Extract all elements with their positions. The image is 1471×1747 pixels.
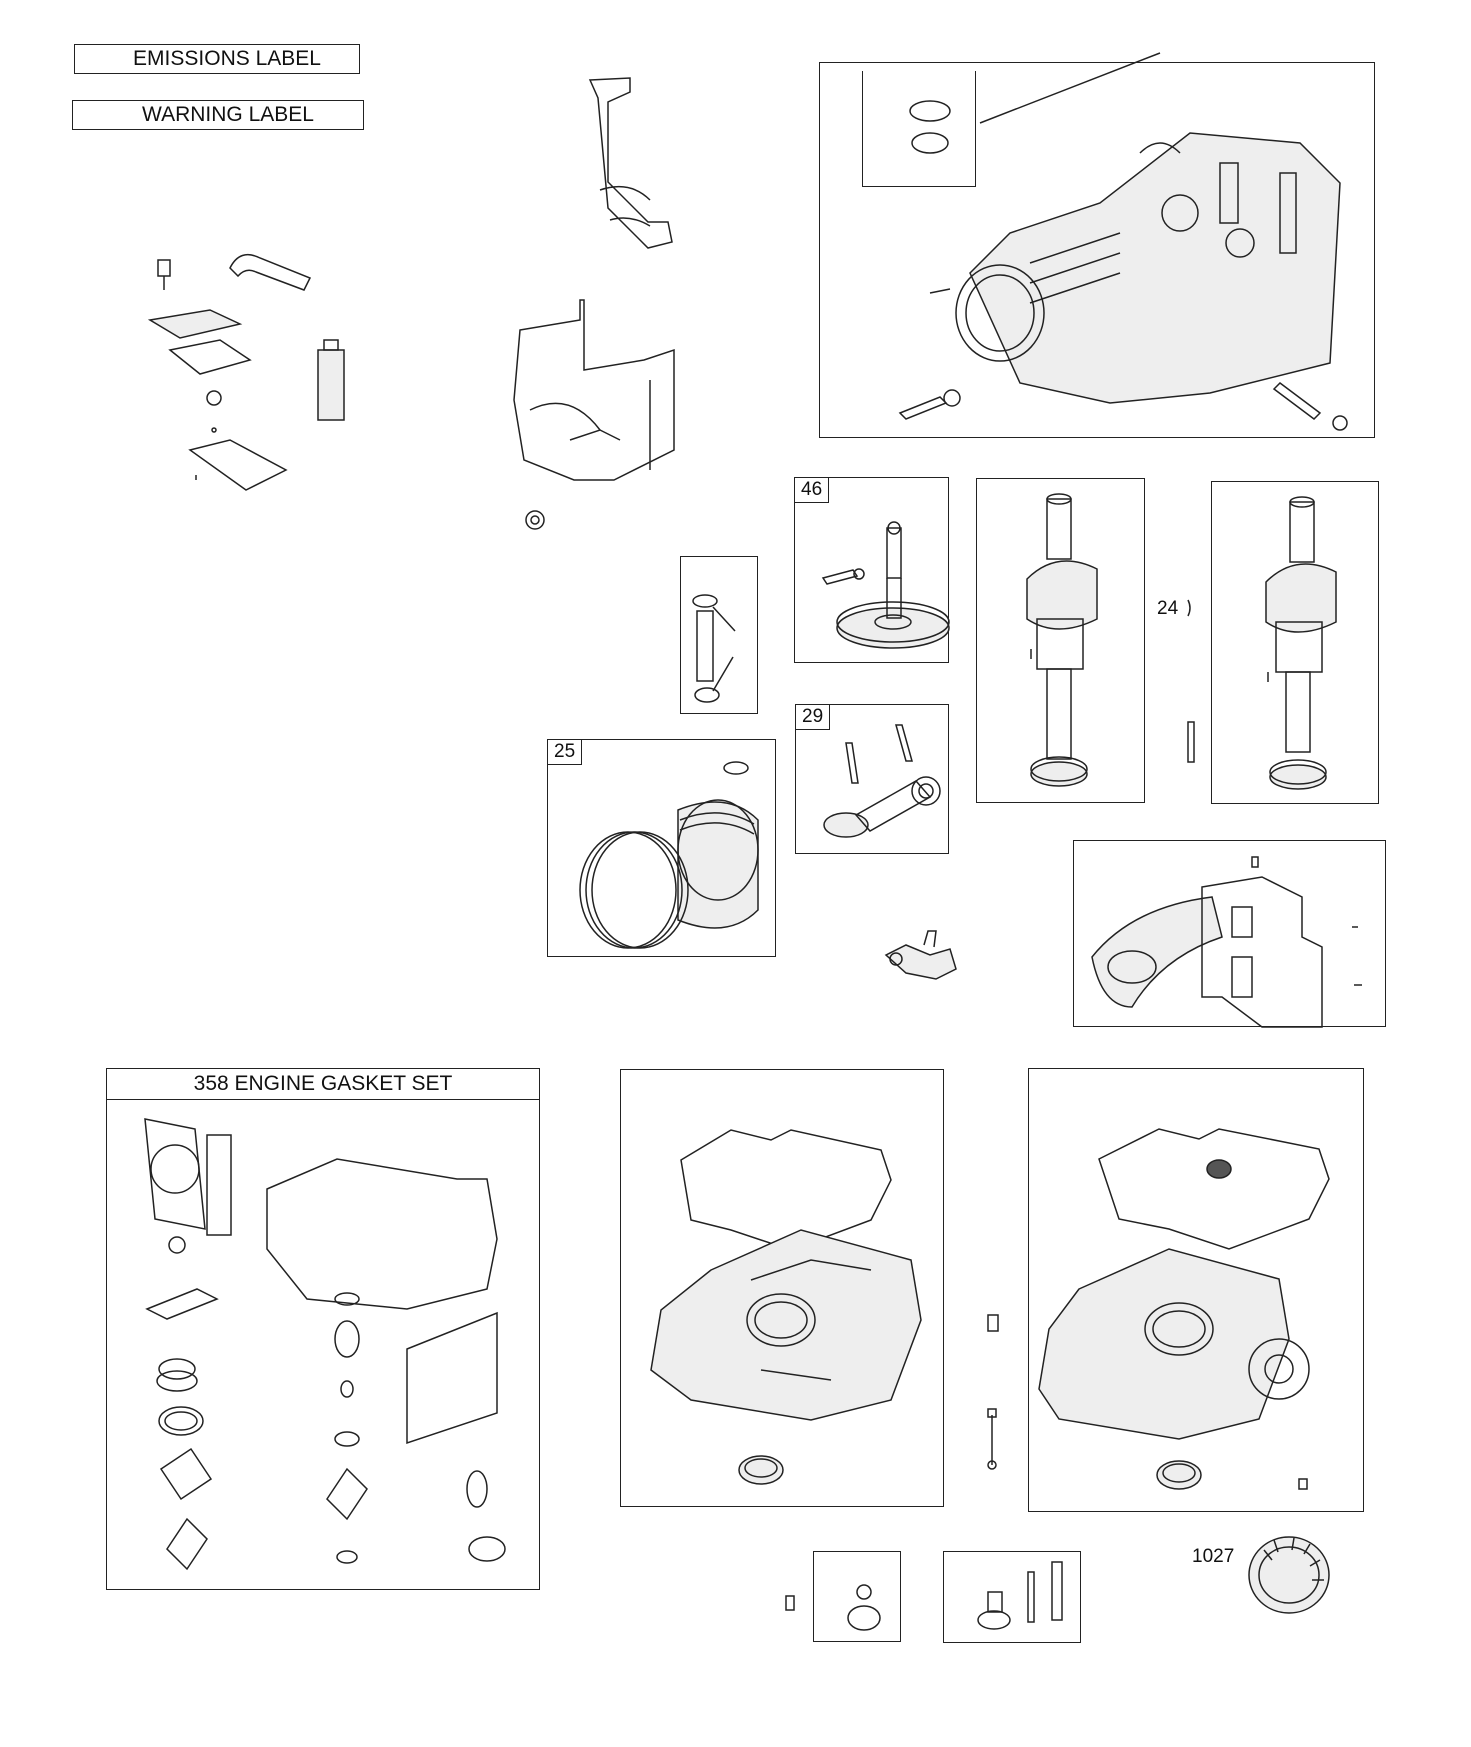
crankshaft-frame-a	[976, 478, 1145, 803]
governor-bracket-icon	[884, 930, 957, 980]
breather-valve-frame	[813, 1551, 901, 1642]
connecting-rod-icon	[823, 724, 941, 838]
ring-set-frame	[680, 556, 758, 714]
crankshaft-icon	[1026, 493, 1098, 787]
cylinder-block-icon	[898, 52, 1348, 431]
seal-inset-frame	[862, 71, 976, 187]
crankshaft-alt-icon	[1265, 496, 1337, 790]
air-guide-upper-icon	[588, 77, 673, 249]
camshaft-frame: 46	[794, 477, 950, 663]
warning-label: WARNING LABEL	[72, 100, 364, 130]
callout-46: 46	[795, 478, 830, 503]
dipstick-tube-icon	[977, 1561, 1063, 1630]
oil-filter-icon	[1248, 1536, 1330, 1614]
callout-29: 29	[796, 705, 831, 730]
dowel-pin-icon	[692, 594, 736, 703]
oil-pump-icon	[1091, 856, 1362, 1028]
air-guide-lower-icon	[513, 299, 675, 530]
gasket-set-title: 358 ENGINE GASKET SET	[107, 1069, 539, 1100]
callout-1027: 1027	[1192, 1546, 1235, 1567]
sump-frame-a	[620, 1069, 944, 1507]
emissions-label: EMISSIONS LABEL	[74, 44, 360, 74]
cylinder-block-frame	[819, 52, 1375, 438]
key-bracket-icon	[1187, 599, 1195, 763]
crankcase-sump-icon	[650, 1129, 922, 1485]
gasket-set-icon	[144, 1118, 506, 1571]
connecting-rod-frame: 29	[795, 704, 949, 854]
breather-valve-icon	[847, 1584, 881, 1631]
oil-pump-frame	[1073, 840, 1386, 1028]
breather-assembly-icon	[147, 253, 345, 491]
gasket-set-frame: 358 ENGINE GASKET SET	[106, 1068, 540, 1590]
oil-fill-frame	[943, 1551, 1081, 1643]
camshaft-gear-icon	[821, 521, 950, 649]
callout-24: 24	[1157, 598, 1179, 619]
crankshaft-frame-b	[1211, 481, 1379, 804]
crankcase-sump-alt-icon	[1038, 1128, 1330, 1490]
drain-plug-icon	[987, 1314, 999, 1470]
piston-frame: 25	[547, 739, 776, 957]
sump-frame-b	[1028, 1068, 1364, 1512]
screw-icon	[785, 1595, 795, 1611]
piston-icon	[579, 761, 759, 949]
callout-25: 25	[548, 740, 583, 765]
